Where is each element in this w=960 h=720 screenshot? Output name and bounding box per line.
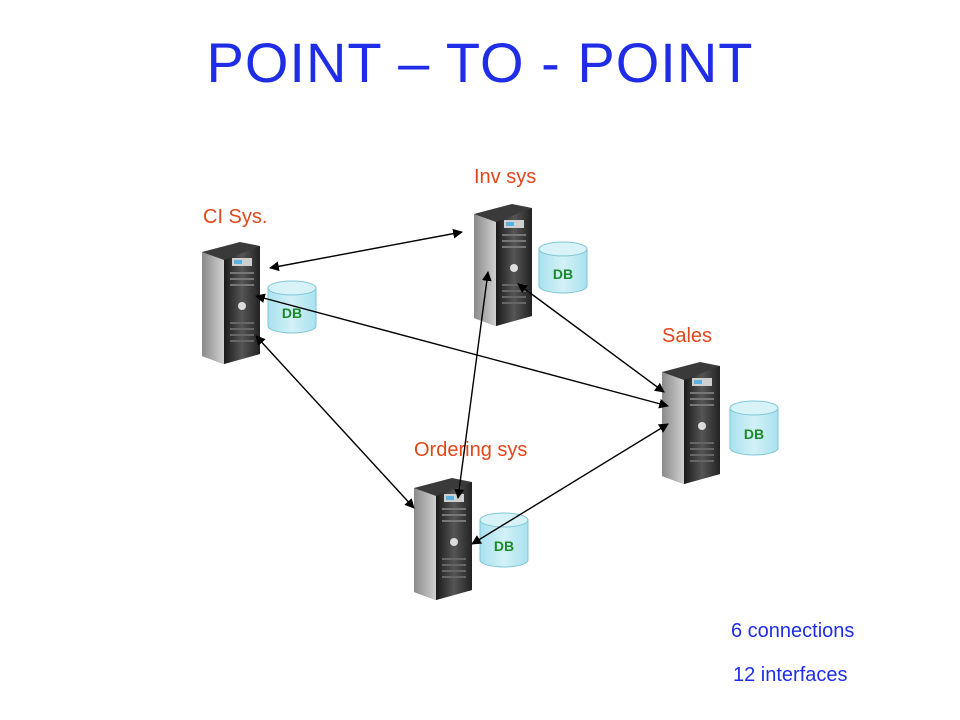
server-tower-icon-ci: [202, 242, 260, 364]
node-label-inv-sys: Inv sys: [474, 166, 537, 188]
connection-ci-sales: [255, 293, 669, 409]
db-label-sales: DB: [744, 426, 764, 442]
connection-ci-ordering: [255, 335, 415, 509]
connection-inv-sales: [517, 283, 665, 393]
connection-inv-ordering: [454, 271, 492, 499]
page-title: POINT – TO - POINT: [206, 31, 754, 94]
db-label-ordering: DB: [494, 538, 514, 554]
interfaces-count: 12 interfaces: [733, 664, 848, 686]
server-tower-icon-sales: [662, 362, 720, 484]
connection-ci-inv: [269, 228, 463, 272]
database-cylinder-icon-ordering: DB: [479, 512, 529, 568]
database-cylinder-icon-sales: DB: [729, 400, 779, 456]
db-label-inv: DB: [553, 266, 573, 282]
node-label-sales: Sales: [662, 325, 713, 347]
server-tower-icon-ordering: [414, 478, 472, 600]
node-label-ci-sys: CI Sys.: [203, 206, 268, 228]
connection-ordering-sales: [471, 423, 669, 545]
connections-count: 6 connections: [731, 620, 855, 642]
database-cylinder-icon-inv: DB: [538, 241, 588, 294]
database-cylinder-icon-ci: DB: [267, 280, 317, 334]
